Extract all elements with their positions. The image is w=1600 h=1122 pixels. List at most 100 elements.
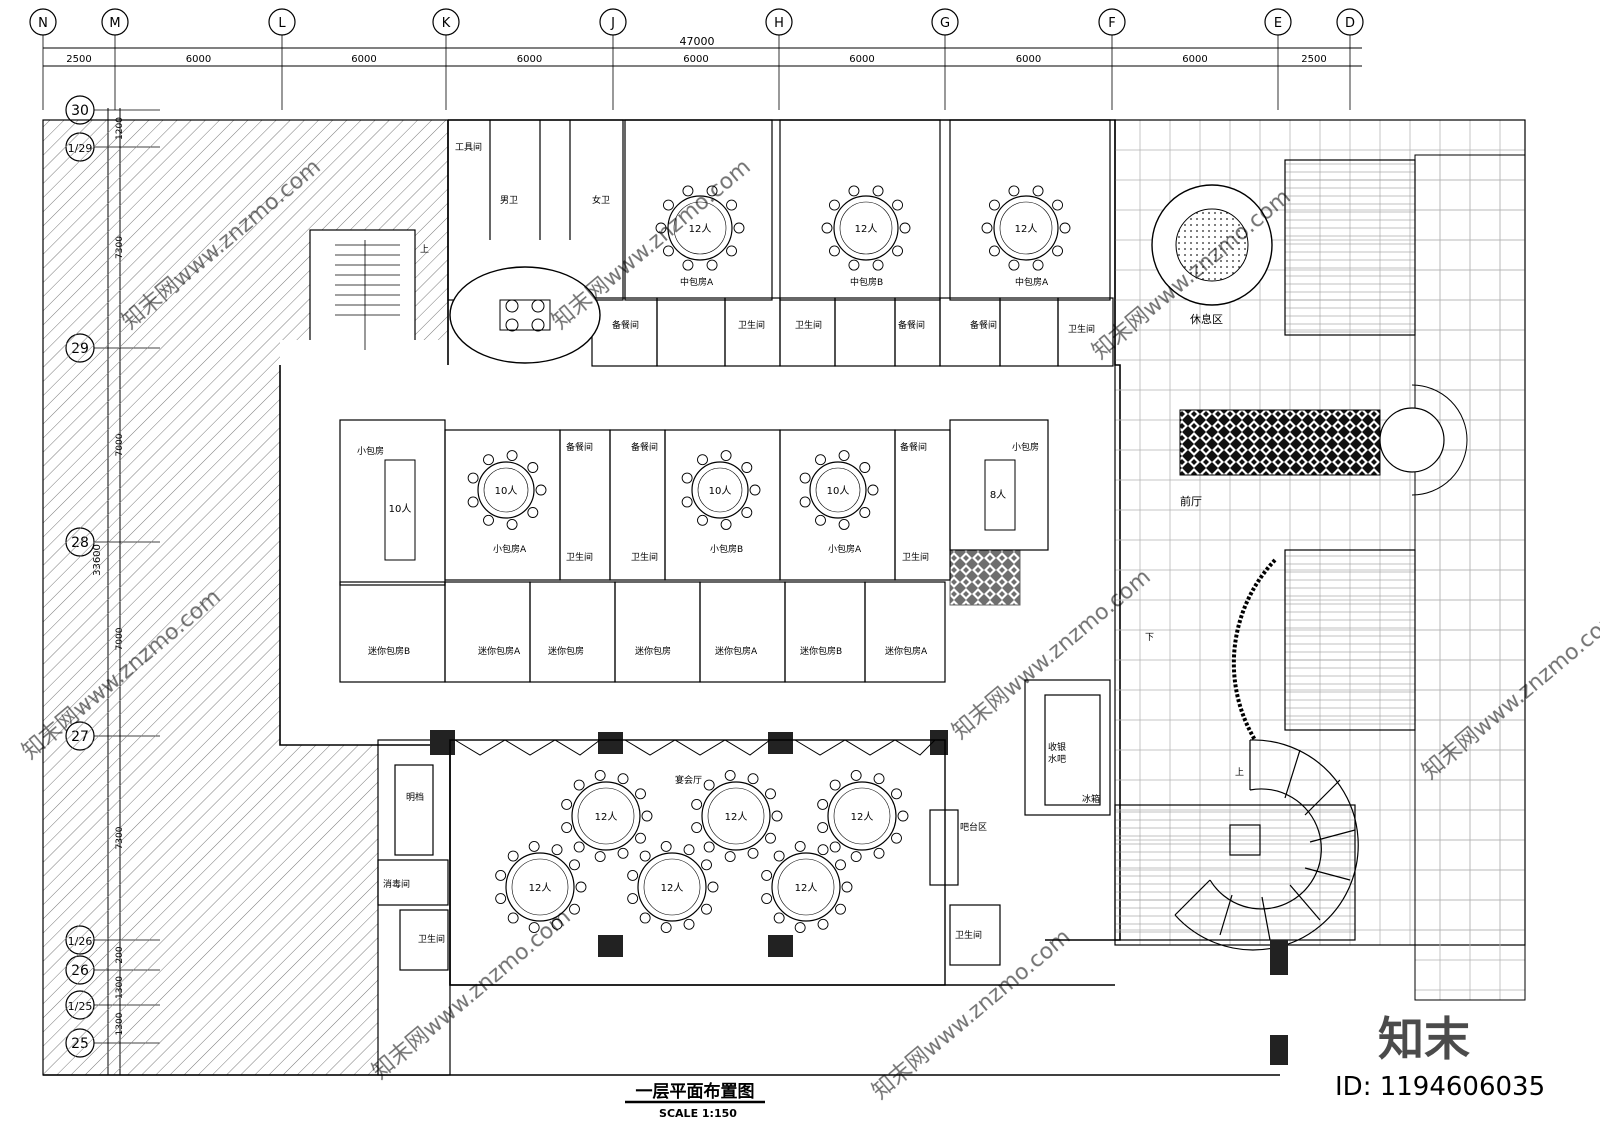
chair [720, 450, 732, 461]
interior-walls [339, 119, 1114, 971]
chair [747, 847, 759, 859]
chair [575, 881, 587, 893]
chair [635, 832, 646, 844]
label-mini-1: 迷你包房 [548, 645, 584, 657]
chair [817, 798, 829, 810]
chair [662, 245, 674, 257]
banquet-facade-zigzag [454, 739, 601, 756]
right-terrace-grid [1414, 154, 1526, 1001]
chair [1032, 185, 1044, 197]
table-inner-ring [777, 858, 835, 916]
chair [551, 844, 563, 856]
axis-bubble-D: D [1336, 8, 1364, 110]
chair [483, 454, 494, 466]
chair [891, 788, 902, 800]
lobby-round-feature [1379, 407, 1445, 473]
chair [703, 841, 715, 853]
table-top [827, 781, 897, 851]
chair [794, 840, 806, 852]
top-dimension-value: 6000 [849, 54, 874, 65]
drawing-title: 一层平面布置图 [636, 1081, 755, 1102]
chair [627, 869, 639, 881]
axis-label: K [442, 16, 451, 31]
label-bar: 吧台区 [960, 821, 987, 833]
table-capacity: 12人 [851, 811, 874, 823]
chair [872, 259, 884, 271]
label-wc-2: 卫生间 [795, 319, 822, 331]
chair [835, 903, 846, 915]
table-inner-ring [511, 858, 569, 916]
table-top [571, 781, 641, 851]
chair [495, 869, 507, 881]
round-table-t8: 8人 [990, 489, 1006, 501]
open-stall-block [377, 739, 451, 1076]
chair [507, 912, 519, 924]
table-top [701, 781, 771, 851]
chair [706, 259, 718, 271]
chair [527, 462, 539, 473]
table-capacity: 12人 [725, 811, 748, 823]
chair [799, 472, 811, 484]
axis-bubble-30: 30 [65, 95, 160, 125]
axis-bubble-F: F [1098, 8, 1126, 110]
axis-bubble-L: L [268, 8, 296, 110]
chair [660, 922, 672, 934]
label-tool-room: 工具间 [455, 141, 482, 153]
label-small-room-b: 小包房B [710, 543, 743, 555]
top-dimension-value: 2500 [66, 54, 91, 65]
vestibule-oval [449, 266, 601, 364]
chair [815, 514, 826, 526]
label-wc-6: 卫生间 [902, 551, 929, 563]
table-inner-ring [673, 201, 727, 255]
table-top [993, 195, 1059, 261]
axis-label: J [610, 16, 615, 31]
chair [892, 199, 904, 211]
chair [733, 222, 745, 234]
chair [724, 769, 736, 781]
label-cashier: 收银水吧 [1048, 741, 1066, 765]
chair [817, 918, 829, 930]
round-table-t12c: 12人 [981, 185, 1071, 271]
chair [817, 844, 829, 856]
table-inner-ring [483, 467, 529, 513]
label-open-stall: 明档 [406, 791, 424, 803]
room-labels: 工具间 男卫 女卫 上 中包房A 中包房B 中包房A 备餐间 卫生间 卫生间 备… [357, 141, 1244, 945]
chair [1032, 259, 1044, 271]
structural-columns [430, 730, 1288, 1065]
table-capacity: 12人 [661, 882, 684, 894]
chair [561, 822, 573, 834]
top-dimension-value: 6000 [1016, 54, 1041, 65]
table-top [771, 852, 841, 922]
round-table-b2: 12人 [691, 769, 783, 863]
chair [1059, 222, 1071, 234]
banquet-facade-zigzag-2 [624, 739, 771, 756]
top-dimension-value: 6000 [186, 54, 211, 65]
chair [859, 507, 871, 518]
chair [1008, 185, 1020, 197]
bar-counter [929, 809, 959, 886]
label-wc-1: 卫生间 [738, 319, 765, 331]
axis-bubble-N: N [29, 8, 57, 110]
top-dimension-value: 6000 [1182, 54, 1207, 65]
chair [703, 779, 715, 791]
diamond-feature-strip [1179, 409, 1381, 476]
label-rest-area: 休息区 [1190, 312, 1223, 326]
table-inner-ring [697, 467, 743, 513]
chair [701, 903, 712, 915]
chair [850, 769, 862, 781]
axis-label: M [109, 16, 120, 31]
top-dimension-value: 6000 [683, 54, 708, 65]
axis-label: H [774, 16, 784, 31]
axis-label: G [940, 16, 950, 31]
chair [741, 462, 753, 473]
label-mini-b1: 迷你包房B [368, 645, 410, 657]
lobby-arc [1411, 384, 1468, 496]
chair [660, 840, 672, 852]
table-top [833, 195, 899, 261]
chair [706, 185, 718, 197]
stair-treads [335, 240, 400, 350]
chair [747, 773, 759, 785]
chair [483, 514, 494, 526]
axis-label: E [1274, 16, 1282, 31]
